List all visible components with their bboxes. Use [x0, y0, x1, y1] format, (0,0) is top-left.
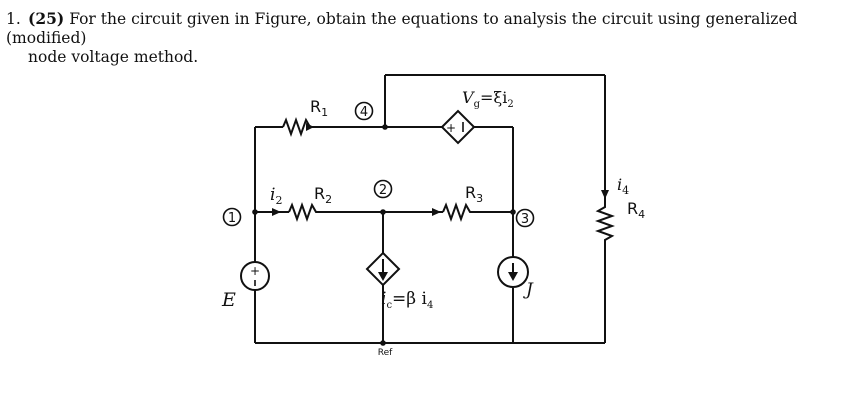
- ref-label: Ref: [378, 348, 393, 358]
- junction-node1: [252, 209, 258, 215]
- resistor-r3: R3: [432, 183, 483, 222]
- junction-node3: [510, 209, 516, 215]
- r4-letter: R: [627, 199, 638, 218]
- ic-expr-sub: 4: [427, 300, 433, 311]
- dependent-current-source-ic: ic=β i4: [365, 251, 433, 311]
- r4-sub: 4: [638, 208, 645, 221]
- problem-statement: 1. (25) For the circuit given in Figure, …: [6, 9, 842, 67]
- r1-letter: R: [310, 97, 321, 116]
- e-label: E: [221, 289, 236, 311]
- i4-sub: 4: [622, 184, 629, 197]
- resistor-r4: i4 R4: [595, 175, 645, 245]
- j-arrow-icon: [508, 272, 518, 281]
- junction-node4: [382, 124, 388, 130]
- dependent-voltage-source-vg: + Vg=ξi2: [440, 88, 514, 145]
- svg-text:i4: i4: [617, 175, 629, 197]
- junction-dots: [252, 124, 516, 346]
- problem-line-1: 1. (25) For the circuit given in Figure, …: [6, 9, 842, 48]
- i4-letter: i: [617, 175, 622, 194]
- svg-text:Vg=ξi2: Vg=ξi2: [462, 88, 514, 110]
- i4-arrow-icon: [601, 190, 609, 199]
- node-label-1: 1: [222, 207, 242, 227]
- node-3-text: 3: [521, 212, 529, 227]
- vg-expr: =ξi: [480, 88, 507, 107]
- r3-letter: R: [465, 183, 476, 202]
- svg-text:R4: R4: [627, 199, 645, 221]
- ic-letter: i: [381, 289, 386, 309]
- j-label: J: [523, 280, 534, 300]
- node-label-3: 3: [515, 208, 535, 228]
- ic-arrow-icon: [378, 272, 388, 281]
- r2-sub: 2: [325, 193, 332, 206]
- i2-sub: 2: [275, 194, 282, 207]
- node-1-text: 1: [228, 211, 236, 226]
- r2-letter: R: [314, 184, 325, 203]
- node-label-4: 4: [354, 101, 374, 121]
- r1-sub: 1: [321, 106, 328, 119]
- current-source-j: J: [497, 256, 534, 300]
- svg-text:R2: R2: [314, 184, 332, 206]
- node-2-text: 2: [379, 183, 387, 198]
- junction-node2: [380, 209, 386, 215]
- i2-arrow-icon: [272, 208, 281, 216]
- svg-text:i2: i2: [270, 185, 282, 207]
- svg-text:R1: R1: [310, 97, 328, 119]
- problem-text-1: For the circuit given in Figure, obtain …: [6, 10, 798, 47]
- r3-sub: 3: [476, 192, 483, 205]
- current-i2: i2: [270, 185, 282, 216]
- node-label-2: 2: [373, 179, 393, 199]
- problem-line-2: node voltage method.: [28, 48, 199, 66]
- vg-sub: g: [474, 99, 481, 110]
- ic-expr: =β i: [392, 289, 427, 309]
- problem-points: (25): [28, 9, 65, 28]
- vg-expr-sub: 2: [507, 99, 513, 110]
- e-plus-icon: +: [250, 264, 260, 278]
- junction-ref: [380, 340, 386, 346]
- ic-sub: c: [386, 300, 392, 311]
- svg-text:ic=β i4: ic=β i4: [381, 289, 433, 311]
- circuit-wires: [254, 74, 606, 344]
- node-4-text: 4: [360, 105, 368, 120]
- vg-letter: V: [462, 88, 475, 107]
- svg-text:R3: R3: [465, 183, 483, 205]
- problem-number: 1.: [6, 10, 21, 28]
- resistor-r1: R1: [282, 97, 328, 137]
- voltage-source-e: + E: [221, 261, 270, 311]
- i2-letter: i: [270, 185, 275, 205]
- resistor-r2: R2: [288, 184, 332, 222]
- vg-plus-icon: +: [446, 121, 456, 135]
